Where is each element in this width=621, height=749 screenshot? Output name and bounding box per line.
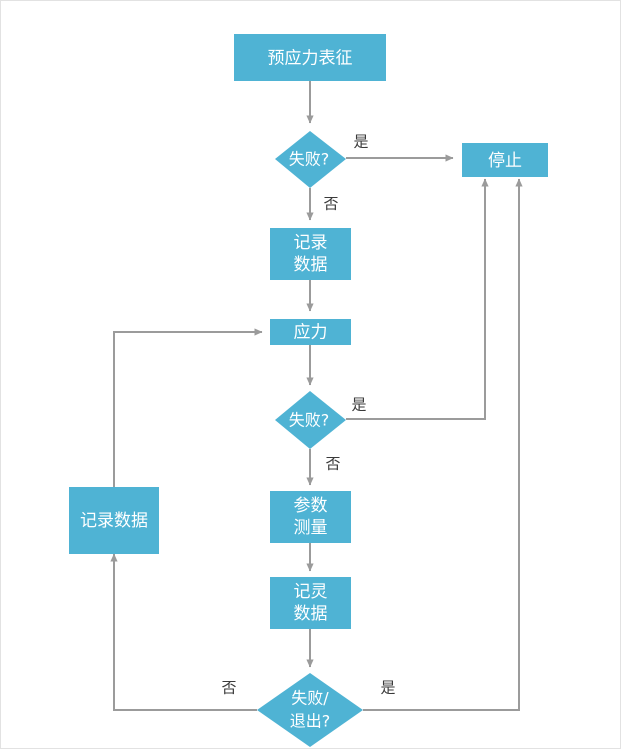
node-record1[interactable]: 记录 数据 (270, 228, 351, 280)
node-param-label-line2: 测量 (294, 518, 328, 538)
node-param-label-line1: 参数 (294, 496, 328, 516)
node-record2-label-line1: 记灵 (294, 582, 328, 602)
node-fail1-shape (275, 131, 346, 188)
edge-label-fail-exit-yes: 是 (380, 679, 395, 697)
node-record2-label-line2: 数据 (294, 604, 328, 624)
node-fail1-label: 失败? (289, 150, 330, 169)
node-record2-shape (270, 577, 351, 629)
node-stress-shape (270, 319, 351, 345)
edge-label-fail-exit-no: 否 (221, 679, 236, 697)
edge-label-fail2-no: 否 (325, 455, 340, 473)
node-record-left[interactable]: 记录数据 (69, 487, 159, 554)
node-stress[interactable]: 应力 (270, 319, 351, 345)
edge-failexit-yes-to-stop (363, 178, 523, 711)
node-stop[interactable]: 停止 (462, 143, 548, 177)
edge-label-fail1-yes: 是 (353, 133, 368, 151)
node-stop-shape (462, 143, 548, 177)
node-record1-label-line1: 记录 (294, 233, 328, 253)
node-param-shape (270, 491, 351, 543)
node-record1-shape (270, 228, 351, 280)
node-fail1[interactable]: 失败? (275, 131, 346, 188)
node-record2[interactable]: 记灵 数据 (270, 577, 351, 629)
node-fail-exit-shape (257, 673, 363, 747)
node-prestress-shape (234, 34, 386, 81)
edge-recordleft-to-stress (113, 328, 263, 487)
node-fail-exit-label-line2: 退出? (290, 712, 331, 731)
edge-label-fail2-yes: 是 (351, 396, 366, 414)
node-fail-exit[interactable]: 失败/ 退出? (257, 673, 363, 747)
node-fail2-shape (275, 391, 346, 449)
node-fail-exit-label-line1: 失败/ (291, 689, 329, 708)
node-prestress[interactable]: 预应力表征 (234, 34, 386, 81)
node-fail2[interactable]: 失败? (275, 391, 346, 449)
node-fail2-label: 失败? (289, 411, 330, 430)
node-record-left-shape (69, 487, 159, 554)
node-record-left-label: 记录数据 (80, 511, 148, 531)
edge-fail2-yes-to-stop (346, 178, 489, 420)
node-stop-label: 停止 (488, 151, 522, 171)
node-record1-label-line2: 数据 (294, 255, 328, 275)
edge-label-fail1-no: 否 (323, 195, 338, 213)
node-stress-label: 应力 (294, 323, 328, 343)
node-prestress-label: 预应力表征 (268, 49, 353, 69)
edge-failexit-no-to-recordleft (110, 553, 257, 711)
node-param[interactable]: 参数 测量 (270, 491, 351, 543)
